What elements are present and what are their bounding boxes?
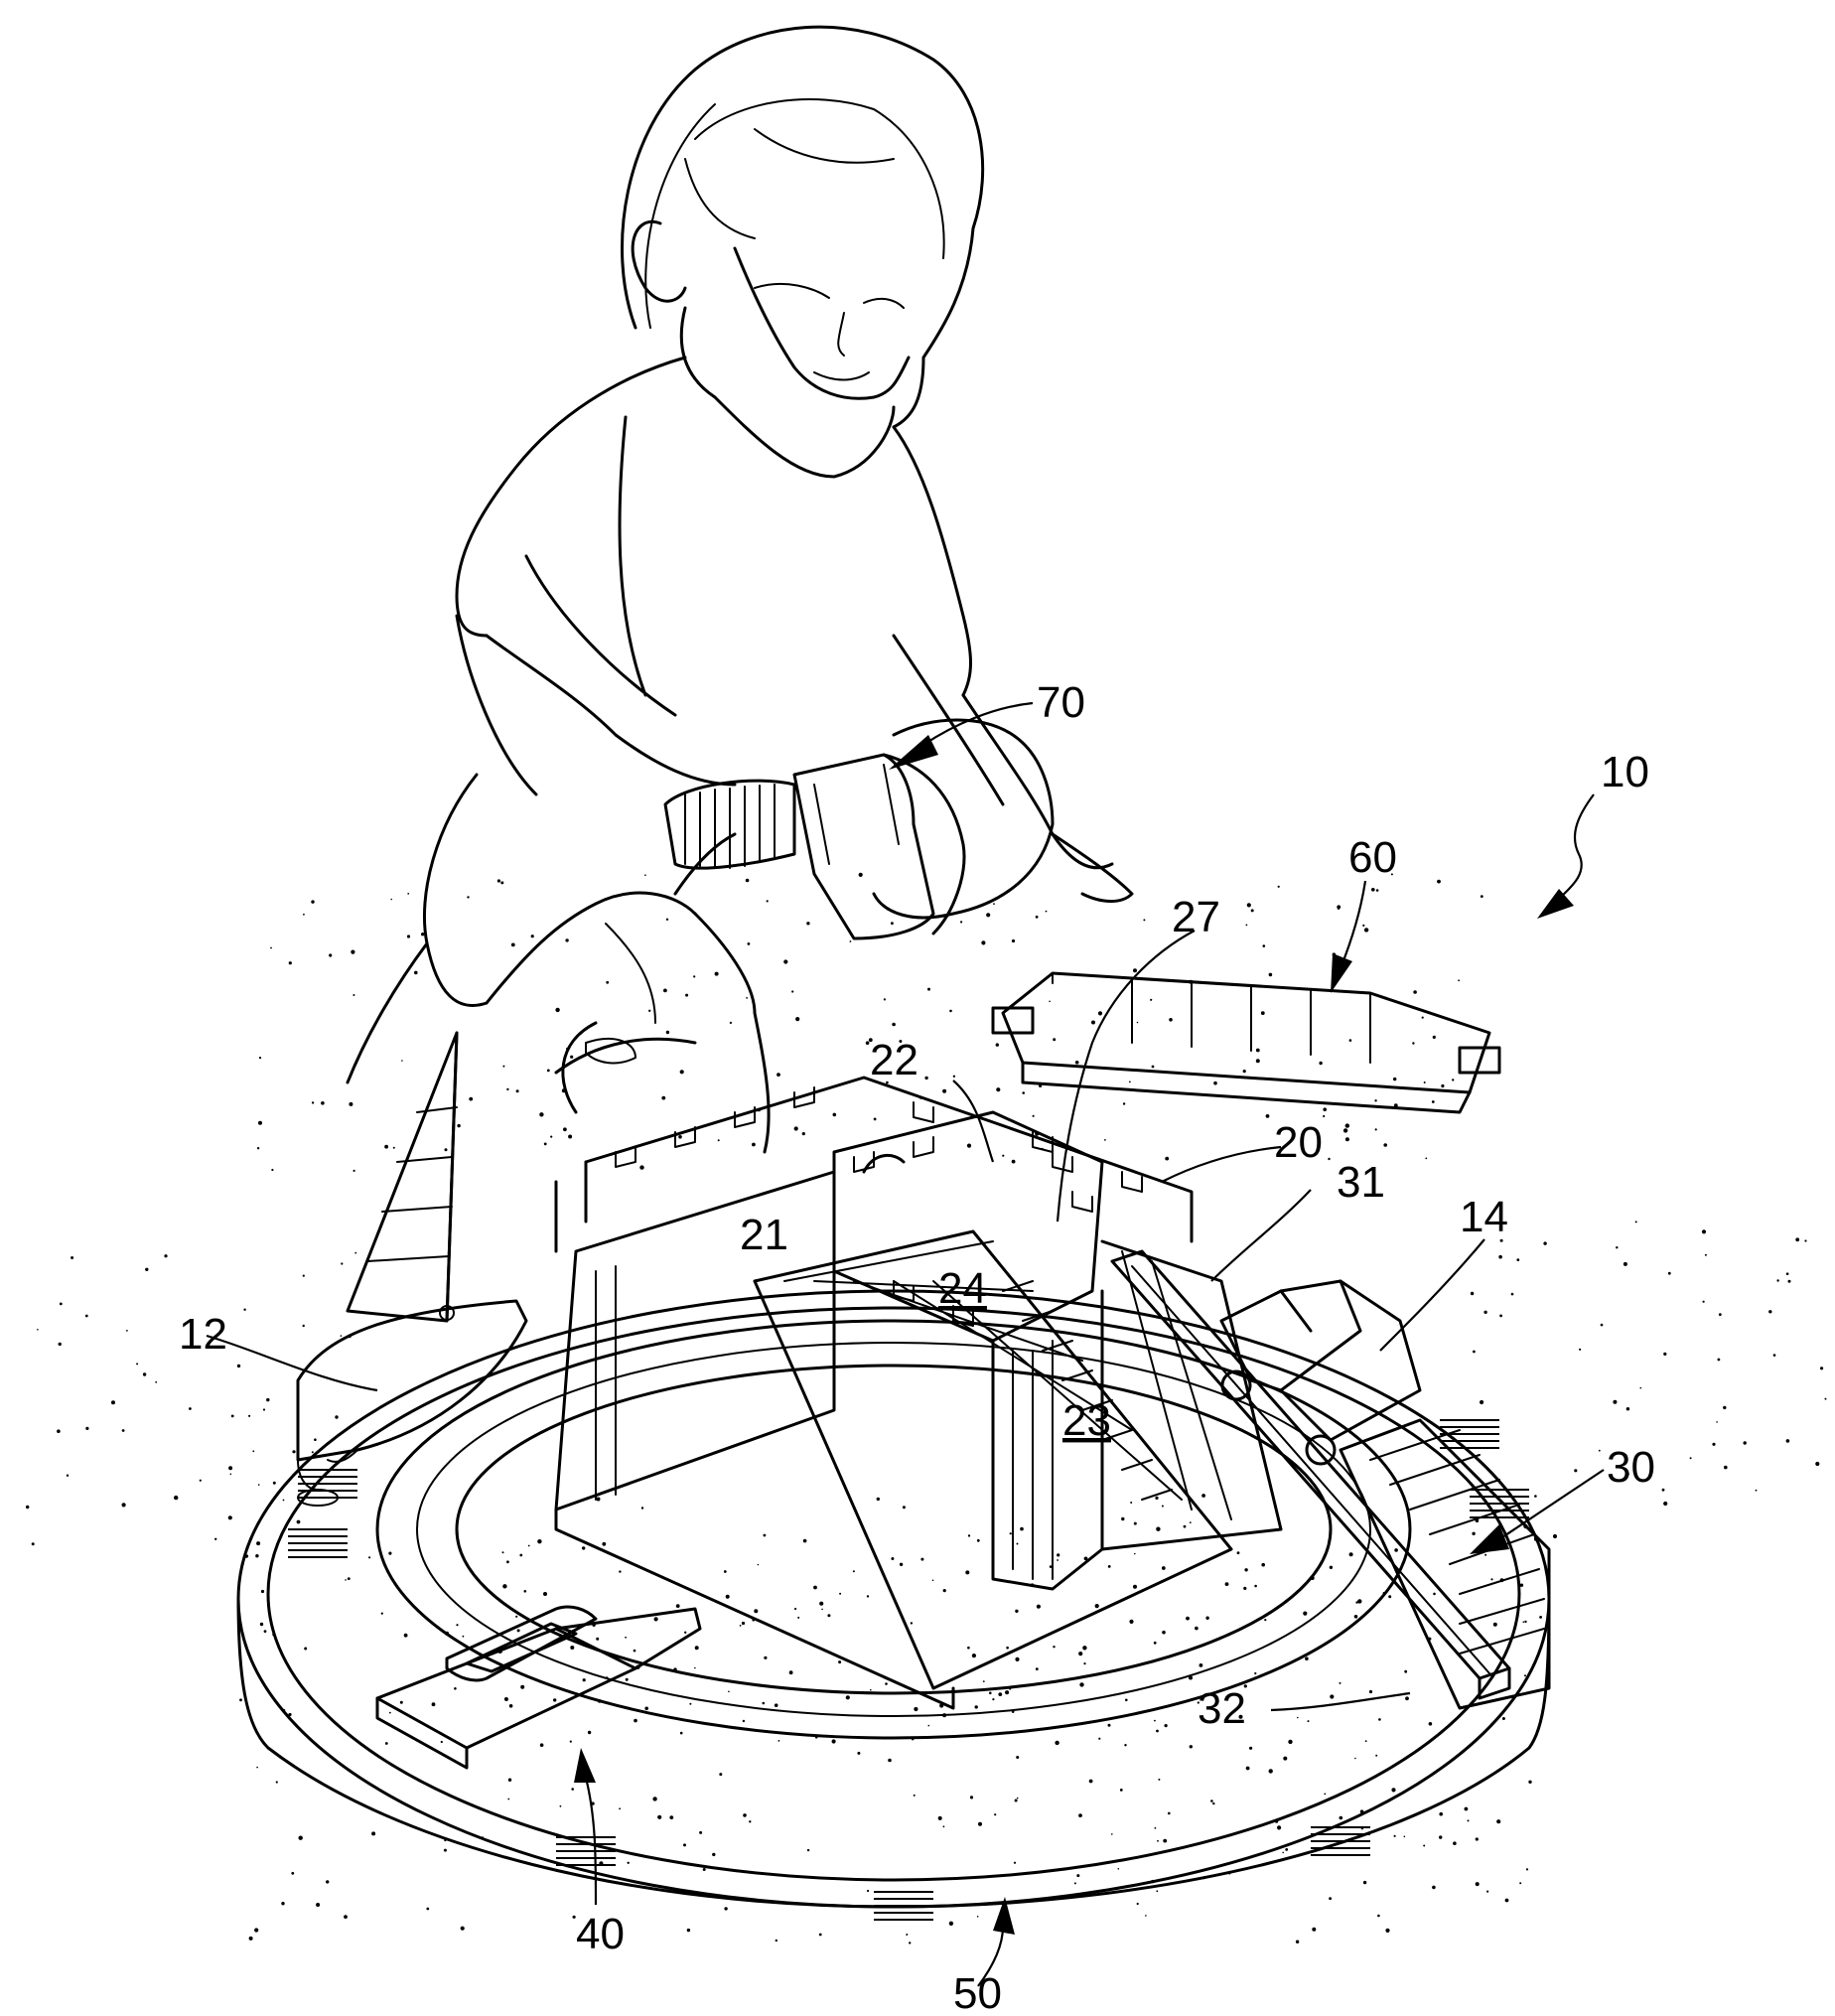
label-60: 60 (1348, 833, 1397, 882)
castle-mold-20 (554, 1076, 1283, 1710)
label-32: 32 (1198, 1684, 1246, 1733)
sailboat-12 (296, 1031, 528, 1507)
label-24: 24 (938, 1264, 987, 1313)
label-70: 70 (1037, 678, 1085, 727)
label-50: 50 (953, 1969, 1002, 2016)
label-27: 27 (1172, 893, 1220, 941)
sand-tray-60 (991, 971, 1501, 1114)
label-14: 14 (1460, 1193, 1508, 1241)
reference-labels: 70 10 60 27 22 20 31 14 21 24 12 23 30 3… (179, 678, 1655, 2016)
label-23: 23 (1062, 1396, 1111, 1445)
base-disc-50 (236, 1289, 1551, 1921)
label-12: 12 (179, 1310, 227, 1359)
carriage-40 (375, 1605, 702, 1770)
leader-lines (206, 701, 1605, 1987)
track-ring (375, 1319, 1412, 1740)
truck-and-rail-30 (1110, 1249, 1551, 1710)
label-10: 10 (1601, 748, 1649, 796)
label-20: 20 (1274, 1118, 1323, 1167)
sand-stipple (26, 872, 1827, 1944)
label-30: 30 (1607, 1443, 1655, 1492)
child-figure (346, 25, 1134, 1154)
label-22: 22 (870, 1036, 918, 1084)
label-31: 31 (1337, 1158, 1385, 1207)
label-21: 21 (740, 1211, 788, 1259)
label-40: 40 (576, 1910, 625, 1958)
